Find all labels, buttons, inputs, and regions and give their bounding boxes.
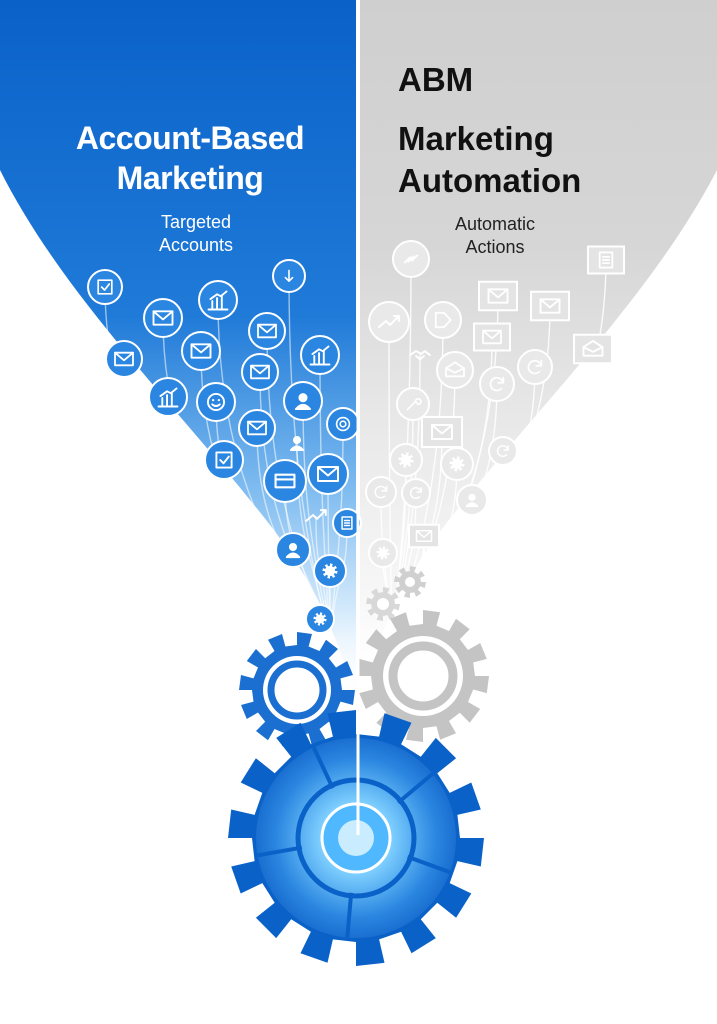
envelope-icon: [143, 298, 183, 338]
envelope-icon: [307, 453, 349, 495]
gear-icon: [389, 443, 423, 477]
right-title-line2: Automation: [398, 162, 582, 199]
mail-open-icon: [436, 351, 474, 389]
left-icon-cluster: [87, 259, 362, 634]
gear-icon: [440, 447, 474, 481]
envelope-icon: [241, 353, 279, 391]
envelope-icon: [238, 409, 276, 447]
person-icon: [456, 484, 488, 516]
envelope-icon: [421, 416, 463, 448]
left-subtitle: Targeted Accounts: [96, 211, 296, 257]
bar-chart-icon: [198, 280, 238, 320]
left-funnel-panel: [0, 0, 356, 700]
right-subtitle-line2: Actions: [465, 237, 525, 257]
document-icon: [587, 245, 625, 275]
envelope-icon: [408, 523, 440, 549]
tools-icon: [396, 387, 430, 421]
trend-icon: [305, 509, 327, 522]
gear-icon: [313, 554, 347, 588]
refresh-icon: [479, 366, 515, 402]
right-icon-cluster: [365, 240, 625, 593]
refresh-icon: [401, 478, 431, 508]
checklist-icon: [87, 269, 123, 305]
envelope-icon: [248, 312, 286, 350]
refresh-icon: [517, 349, 553, 385]
bar-chart-icon: [148, 377, 188, 417]
right-tag: ABM: [398, 61, 474, 98]
handshake-icon: [409, 350, 431, 361]
left-title-line1: Account-Based: [75, 120, 305, 156]
gear-assembly: [228, 566, 489, 966]
bar-chart-icon: [300, 335, 340, 375]
right-title: Marketing Automation: [398, 118, 581, 202]
envelope-icon: [181, 331, 221, 371]
right-subtitle: Automatic Actions: [395, 213, 595, 259]
card-icon: [263, 459, 307, 503]
checklist-icon: [204, 440, 244, 480]
person-icon: [283, 381, 323, 421]
link-icon: [392, 240, 430, 278]
refresh-icon: [488, 436, 518, 466]
right-title-line1: Marketing: [398, 120, 554, 157]
arrow-down-icon: [272, 259, 306, 293]
right-subtitle-line1: Automatic: [454, 214, 536, 234]
face-icon: [196, 382, 236, 422]
gear-icon: [305, 604, 335, 634]
envelope-icon: [105, 340, 143, 378]
refresh-icon: [365, 476, 397, 508]
left-subtitle-line2: Accounts: [158, 235, 234, 255]
left-title-line2: Marketing: [116, 160, 264, 196]
person-icon: [275, 532, 311, 568]
document-icon: [332, 508, 362, 538]
mail-open-icon: [573, 333, 613, 365]
gear-icon: [368, 538, 398, 568]
person-icon: [289, 436, 305, 451]
target-icon: [326, 407, 360, 441]
left-title: Account-Based Marketing: [30, 118, 350, 198]
envelope-icon: [478, 280, 518, 312]
envelope-icon: [530, 290, 570, 322]
envelope-icon: [473, 322, 511, 352]
left-subtitle-line1: Targeted: [160, 212, 232, 232]
tag-icon: [424, 301, 462, 339]
trend-icon: [368, 301, 410, 343]
